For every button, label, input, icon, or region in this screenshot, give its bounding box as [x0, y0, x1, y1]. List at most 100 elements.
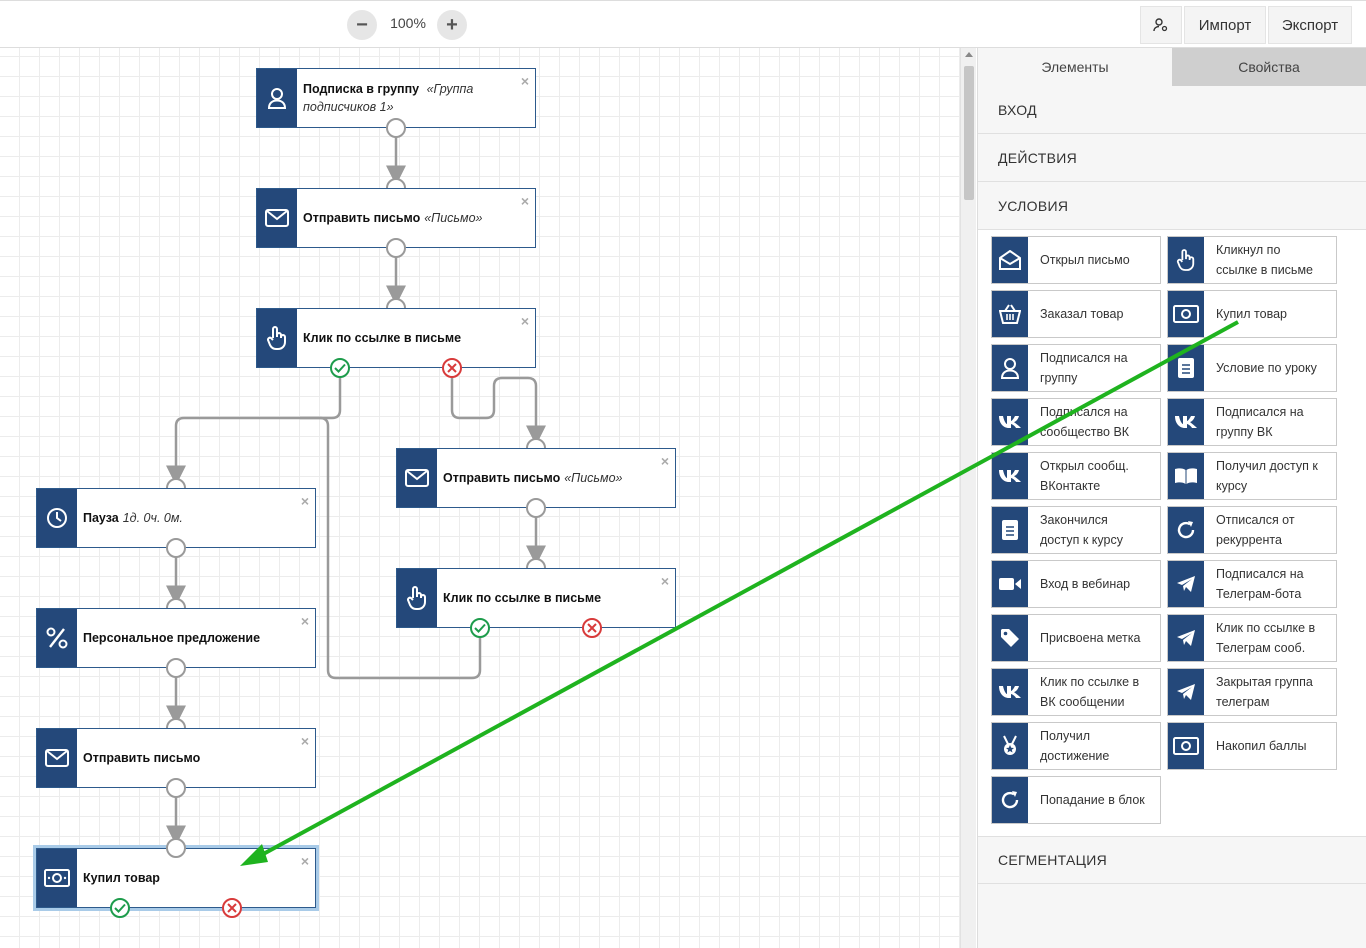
node-subtitle: 1д. 0ч. 0м. — [122, 511, 183, 525]
envelope-icon — [37, 729, 77, 787]
scrollbar-thumb[interactable] — [964, 66, 974, 200]
no-port[interactable] — [222, 898, 242, 918]
scroll-up-icon[interactable] — [965, 52, 973, 57]
zoom-out-button[interactable]: − — [347, 10, 377, 40]
tag-icon — [992, 615, 1028, 661]
check-icon — [114, 903, 126, 913]
condition-label: Попадание в блок — [1040, 793, 1145, 807]
panel-tabs: Элементы Свойства — [978, 48, 1366, 86]
tab-properties[interactable]: Свойства — [1172, 48, 1366, 86]
condition-bought-product[interactable]: Купил товар — [1167, 290, 1337, 338]
flow-node-link-click-2[interactable]: Клик по ссылке в письме × — [396, 568, 676, 628]
close-icon[interactable]: × — [300, 733, 309, 749]
close-icon[interactable]: × — [300, 613, 309, 629]
envelope-icon — [257, 189, 297, 247]
yes-port[interactable] — [110, 898, 130, 918]
output-port[interactable] — [386, 238, 406, 258]
user-settings-button[interactable] — [1140, 6, 1182, 44]
yes-port[interactable] — [470, 618, 490, 638]
close-icon[interactable]: × — [520, 313, 529, 329]
node-title: Подписка в группу — [303, 82, 420, 96]
check-icon — [474, 623, 486, 633]
output-port[interactable] — [386, 118, 406, 138]
no-port[interactable] — [582, 618, 602, 638]
user-gear-icon — [1153, 18, 1168, 32]
telegram-icon — [1168, 669, 1204, 715]
cross-icon — [587, 623, 597, 633]
condition-opened-email[interactable]: Открыл письмо — [991, 236, 1161, 284]
input-port[interactable] — [166, 838, 186, 858]
output-port[interactable] — [166, 658, 186, 678]
node-subtitle: «Письмо» — [564, 471, 623, 485]
section-input[interactable]: ВХОД — [978, 86, 1366, 134]
condition-tag-assigned[interactable]: Присвоена метка — [991, 614, 1161, 662]
output-port[interactable] — [166, 538, 186, 558]
cross-icon — [447, 363, 457, 373]
elements-panel: Элементы Свойства ВХОД ДЕЙСТВИЯ УСЛОВИЯ … — [977, 48, 1366, 948]
check-icon — [334, 363, 346, 373]
pointer-hand-icon — [397, 569, 437, 627]
close-icon[interactable]: × — [520, 73, 529, 89]
output-port[interactable] — [166, 778, 186, 798]
condition-label: Открыл письмо — [1040, 253, 1130, 267]
close-icon[interactable]: × — [660, 573, 669, 589]
export-button[interactable]: Экспорт — [1268, 6, 1352, 44]
condition-webinar[interactable]: Вход в вебинар — [991, 560, 1161, 608]
close-icon[interactable]: × — [300, 493, 309, 509]
close-icon[interactable]: × — [660, 453, 669, 469]
import-button[interactable]: Импорт — [1184, 6, 1266, 44]
flow-node-bought-product[interactable]: Купил товар × — [33, 845, 319, 911]
yes-port[interactable] — [330, 358, 350, 378]
node-title: Клик по ссылке в письме — [443, 591, 602, 605]
condition-label: Накопил баллы — [1216, 739, 1307, 753]
vk-icon — [992, 453, 1028, 499]
vk-icon — [992, 669, 1028, 715]
node-title: Персональное предложение — [83, 631, 261, 645]
section-conditions[interactable]: УСЛОВИЯ — [978, 182, 1366, 230]
condition-label: Купил товар — [1216, 307, 1287, 321]
node-subtitle: «Письмо» — [424, 211, 483, 225]
node-subtitle: «Группа — [426, 82, 474, 96]
condition-lesson[interactable]: Условие по уроку — [1167, 344, 1337, 392]
flow-node-link-click[interactable]: Клик по ссылке в письме × — [256, 308, 536, 368]
no-port[interactable] — [442, 358, 462, 378]
node-title: Пауза — [83, 511, 119, 525]
output-port[interactable] — [526, 498, 546, 518]
close-icon[interactable]: × — [520, 193, 529, 209]
refresh-icon — [992, 777, 1028, 823]
close-icon[interactable]: × — [300, 853, 309, 869]
condition-points[interactable]: Накопил баллы — [1167, 722, 1337, 770]
canvas-scrollbar[interactable] — [960, 48, 976, 948]
section-actions[interactable]: ДЕЙСТВИЯ — [978, 134, 1366, 182]
condition-vk-message[interactable]: Открыл сообщ.ВКонтакте — [991, 452, 1161, 500]
tab-elements[interactable]: Элементы — [978, 48, 1172, 86]
lesson-icon — [992, 507, 1028, 553]
condition-block-entry[interactable]: Попадание в блок — [991, 776, 1161, 824]
refresh-icon — [1168, 507, 1204, 553]
condition-ordered-product[interactable]: Заказал товар — [991, 290, 1161, 338]
zoom-in-button[interactable]: + — [437, 10, 467, 40]
section-segmentation[interactable]: СЕГМЕНТАЦИЯ — [978, 836, 1366, 884]
condition-label: Вход в вебинар — [1040, 577, 1131, 591]
node-label: Отправить письмо«Письмо» — [297, 189, 506, 247]
